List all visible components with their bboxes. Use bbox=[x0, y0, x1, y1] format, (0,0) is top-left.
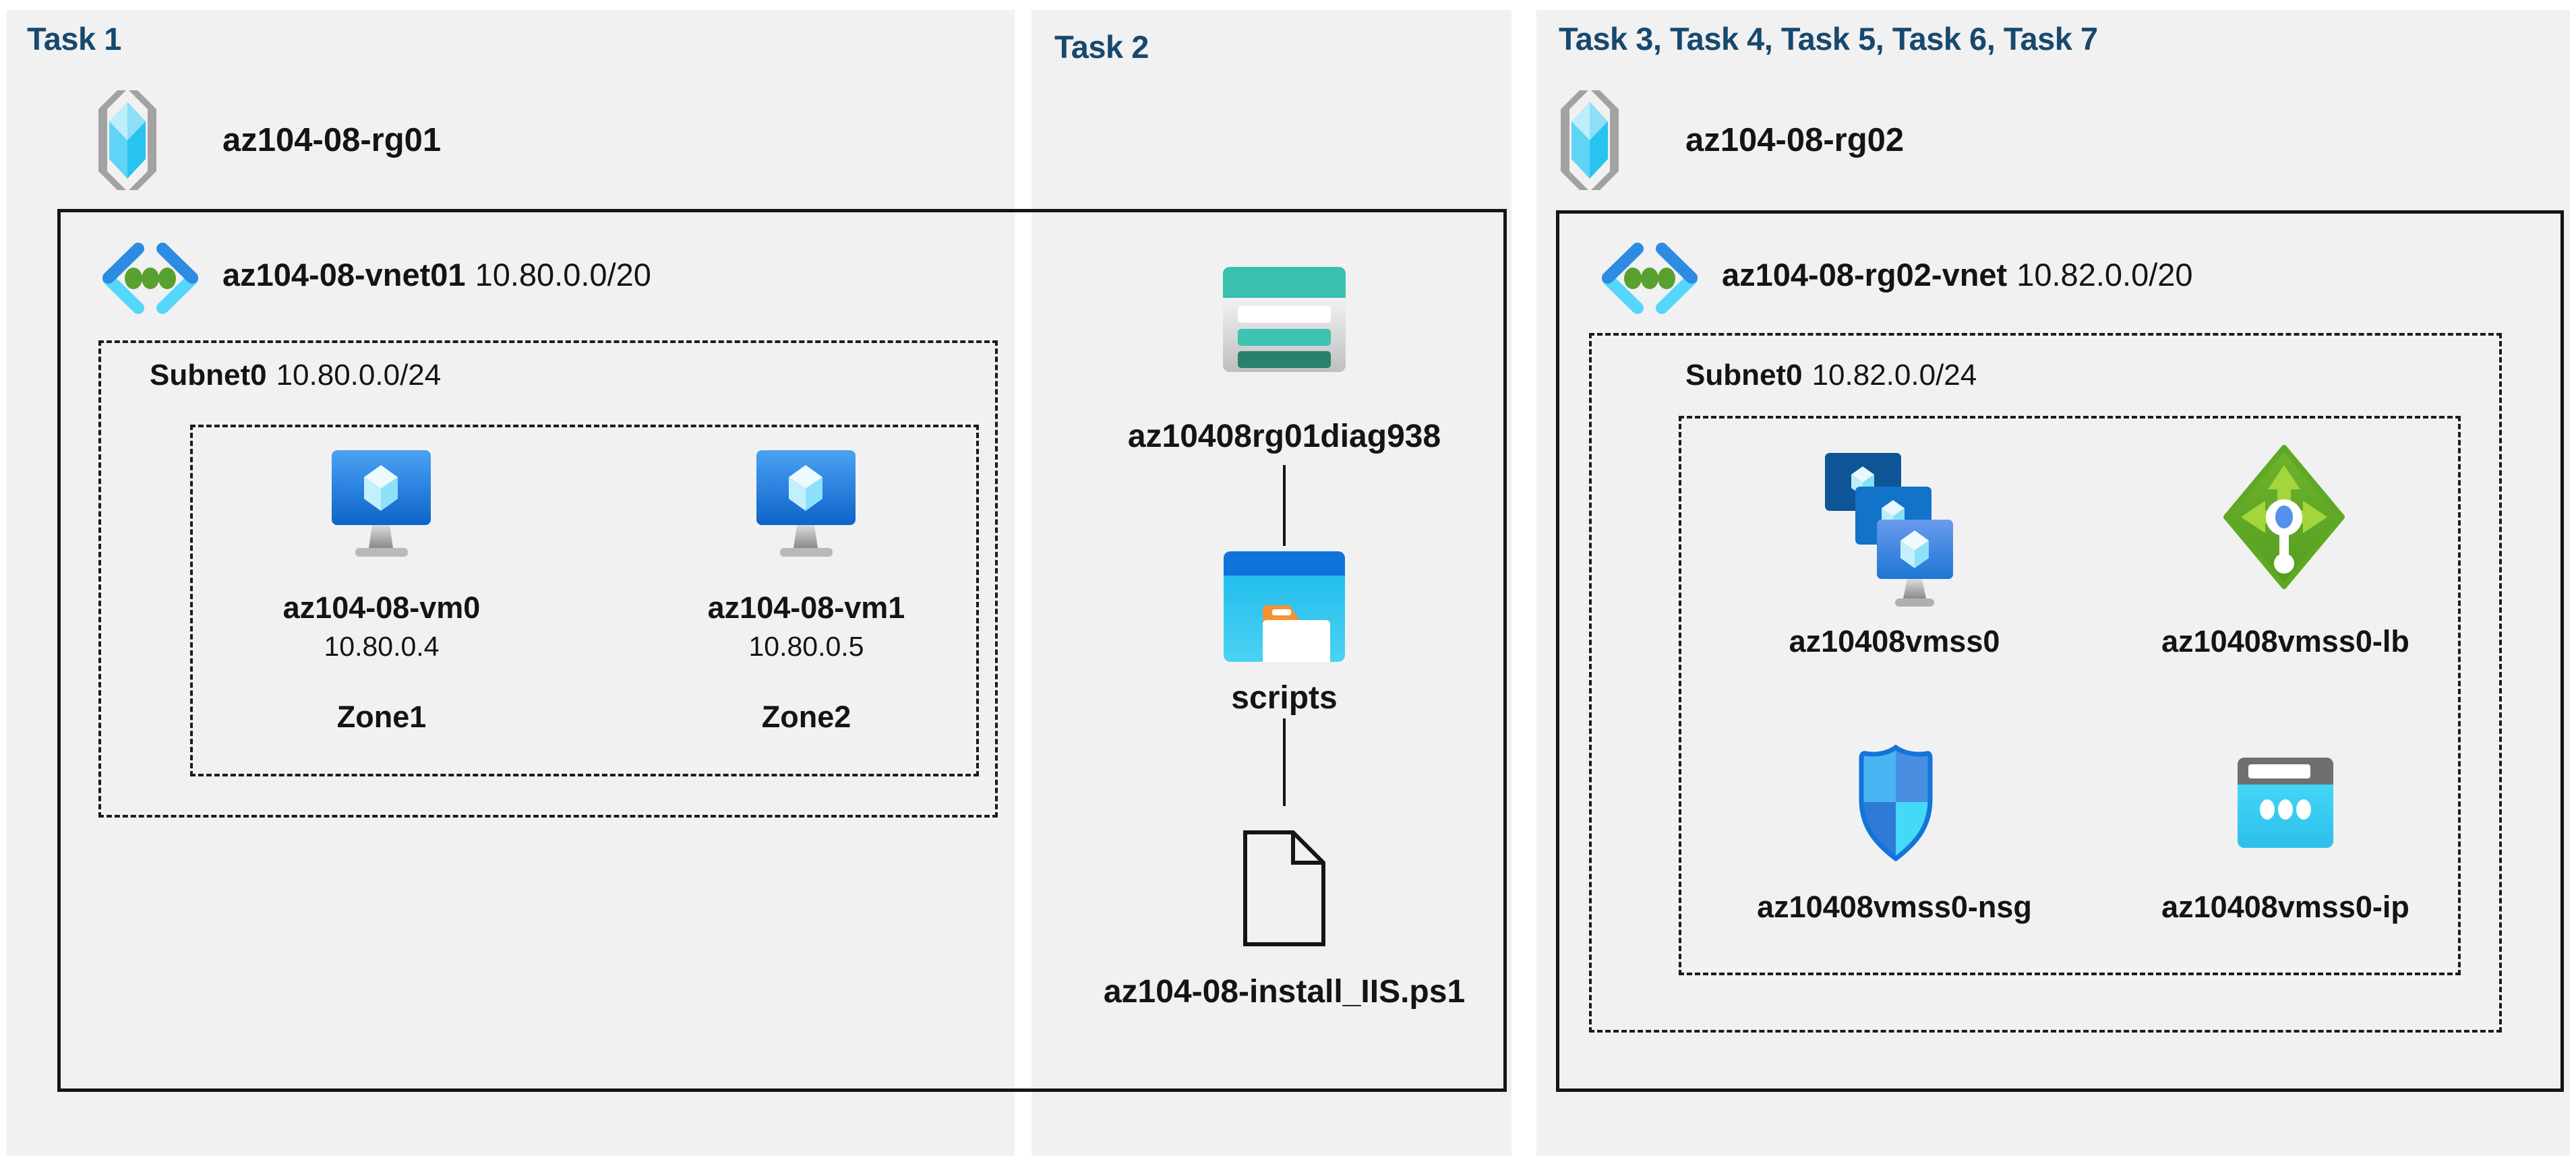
resource-group-label: az104-08-rg01 bbox=[222, 122, 442, 158]
vnet-cidr: 10.82.0.0/20 bbox=[2016, 257, 2193, 293]
container-label: scripts bbox=[1231, 680, 1338, 716]
vmss-label: az10408vmss0 bbox=[1789, 624, 2000, 658]
panel-task1 bbox=[7, 10, 1015, 1156]
connector-line bbox=[1283, 465, 1286, 546]
resource-group-icon bbox=[90, 90, 164, 190]
task1-title: Task 1 bbox=[27, 21, 121, 57]
virtual-machine-icon bbox=[756, 450, 857, 557]
task2-title: Task 2 bbox=[1054, 29, 1149, 65]
vm-name: az104-08-vm0 bbox=[282, 590, 481, 625]
vnet-name: az104-08-rg02-vnet bbox=[1722, 257, 2008, 293]
vm-group-box bbox=[190, 425, 979, 776]
subnet-box bbox=[98, 340, 998, 818]
virtual-machine-icon bbox=[331, 450, 432, 557]
vm-zone: Zone1 bbox=[336, 700, 427, 734]
load-balancer-icon bbox=[2223, 445, 2345, 589]
vmss-group-box bbox=[1679, 416, 2461, 975]
vm-zone: Zone2 bbox=[761, 700, 851, 734]
task3-title: Task 3, Task 4, Task 5, Task 6, Task 7 bbox=[1559, 21, 2098, 57]
vm-name: az104-08-vm1 bbox=[707, 590, 905, 625]
connector-line bbox=[1283, 718, 1286, 806]
virtual-network-icon bbox=[1599, 243, 1700, 314]
panel-task3 bbox=[1536, 10, 2570, 1156]
subnet-name: Subnet0 bbox=[1685, 359, 1803, 392]
resource-group-label: az104-08-rg02 bbox=[1685, 122, 1905, 158]
subnet-box bbox=[1589, 333, 2502, 1033]
vm-ip: 10.80.0.5 bbox=[748, 631, 864, 662]
script-file-icon bbox=[1242, 829, 1327, 948]
subnet-name: Subnet0 bbox=[150, 359, 267, 392]
vnet-cidr: 10.80.0.0/20 bbox=[475, 257, 651, 293]
file-label: az104-08-install_IIS.ps1 bbox=[1103, 974, 1466, 1010]
vnet-boundary-box-rg01 bbox=[57, 209, 1507, 1092]
load-balancer-label: az10408vmss0-lb bbox=[2161, 624, 2409, 658]
resource-group-icon bbox=[1553, 90, 1627, 190]
nsg-label: az10408vmss0-nsg bbox=[1757, 890, 2032, 924]
public-ip-icon bbox=[2238, 758, 2333, 848]
network-security-group-icon bbox=[1853, 743, 1939, 864]
subnet-cidr: 10.82.0.0/24 bbox=[1811, 359, 1977, 392]
public-ip-label: az10408vmss0-ip bbox=[2161, 890, 2409, 924]
subnet-label: Subnet0 10.80.0.0/24 bbox=[150, 359, 441, 392]
blob-container-icon bbox=[1224, 551, 1345, 662]
vnet-name: az104-08-vnet01 bbox=[222, 257, 466, 293]
storage-account-icon bbox=[1223, 267, 1346, 372]
subnet-cidr: 10.80.0.0/24 bbox=[276, 359, 442, 392]
vnet-boundary-box-rg02 bbox=[1556, 210, 2564, 1092]
vm-scale-set-icon bbox=[1825, 453, 1953, 607]
storage-account-label: az10408rg01diag938 bbox=[1127, 419, 1441, 454]
virtual-network-icon bbox=[100, 243, 201, 314]
vm-ip: 10.80.0.4 bbox=[324, 631, 440, 662]
